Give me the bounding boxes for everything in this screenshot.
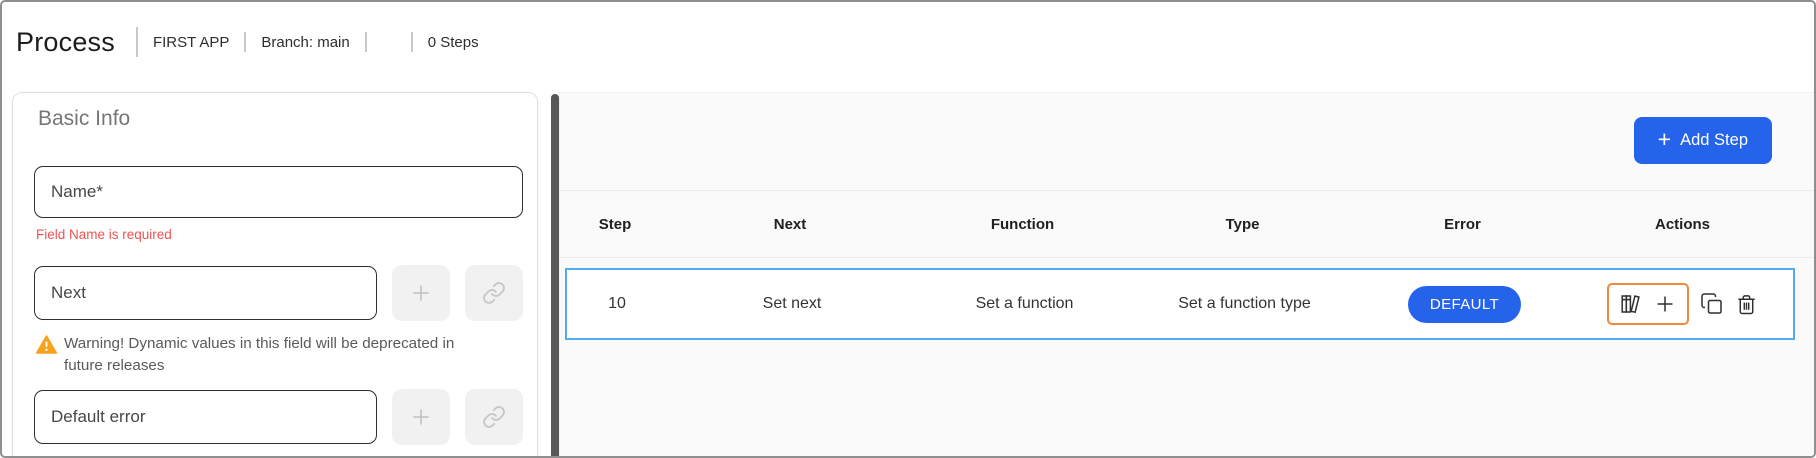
- branch-label: Branch: main: [261, 33, 350, 51]
- name-field-error: Field Name is required: [36, 227, 172, 242]
- highlighted-actions-group: [1607, 283, 1689, 325]
- plus-icon: [413, 409, 429, 425]
- steps-panel: + Add Step Step Next Function Type Error…: [559, 92, 1814, 456]
- library-button[interactable]: [1619, 292, 1643, 316]
- next-field-row: [34, 265, 523, 321]
- default-error-field[interactable]: [34, 390, 377, 444]
- warning-text: Warning! Dynamic values in this field wi…: [64, 335, 455, 374]
- cell-next: Set next: [762, 295, 822, 312]
- next-field-warning: Warning! Dynamic values in this field wi…: [36, 333, 496, 376]
- cell-step: 10: [608, 295, 626, 312]
- default-error-add-button[interactable]: [392, 389, 450, 445]
- cell-function: Set a function: [975, 295, 1074, 312]
- link-icon: [483, 282, 505, 304]
- header-separator: [410, 32, 413, 52]
- warning-icon: [36, 335, 57, 354]
- plus-icon: [1657, 296, 1673, 312]
- steps-count: 0 Steps: [427, 33, 479, 51]
- plus-icon: +: [1657, 126, 1672, 152]
- steps-table-header: Step Next Function Type Error Actions: [560, 190, 1814, 258]
- page-header: Process FIRST APP Branch: main 0 Steps: [16, 22, 479, 62]
- app-name: FIRST APP: [152, 33, 230, 51]
- column-header-type: Type: [1225, 215, 1260, 233]
- delete-step-button[interactable]: [1735, 293, 1758, 316]
- cell-type: Set a function type: [1178, 295, 1311, 312]
- cell-actions: [1572, 283, 1793, 325]
- link-icon: [483, 406, 505, 428]
- library-icon: [1621, 295, 1640, 314]
- next-field[interactable]: [34, 266, 377, 320]
- name-field[interactable]: [34, 166, 523, 218]
- default-error-link-button[interactable]: [465, 389, 523, 445]
- copy-icon: [1701, 293, 1722, 314]
- panel-resizer-handle[interactable]: [551, 94, 559, 456]
- copy-step-button[interactable]: [1700, 292, 1724, 316]
- header-separator: [135, 27, 138, 57]
- trash-icon: [1738, 294, 1755, 314]
- default-error-field-row: [34, 389, 523, 445]
- page-title: Process: [16, 26, 115, 57]
- default-error-badge[interactable]: DEFAULT: [1407, 285, 1522, 323]
- column-header-actions: Actions: [1654, 215, 1710, 233]
- basic-info-panel: Basic Info Field Name is required Warnin…: [12, 92, 538, 456]
- header-separator: [364, 32, 367, 52]
- add-step-label: Add Step: [1680, 131, 1748, 149]
- column-header-function: Function: [990, 215, 1055, 233]
- next-add-button[interactable]: [392, 265, 450, 321]
- add-step-button[interactable]: + Add Step: [1633, 117, 1772, 164]
- panel-title: Basic Info: [38, 107, 131, 130]
- plus-icon: [413, 285, 429, 301]
- column-header-error: Error: [1444, 215, 1481, 233]
- column-header-next: Next: [773, 215, 807, 233]
- step-table-row[interactable]: 10 Set next Set a function Set a functio…: [565, 268, 1795, 340]
- next-link-button[interactable]: [465, 265, 523, 321]
- cell-error: DEFAULT: [1357, 285, 1572, 323]
- column-header-step: Step: [598, 215, 632, 233]
- header-separator: [244, 32, 247, 52]
- add-action-button[interactable]: [1653, 292, 1677, 316]
